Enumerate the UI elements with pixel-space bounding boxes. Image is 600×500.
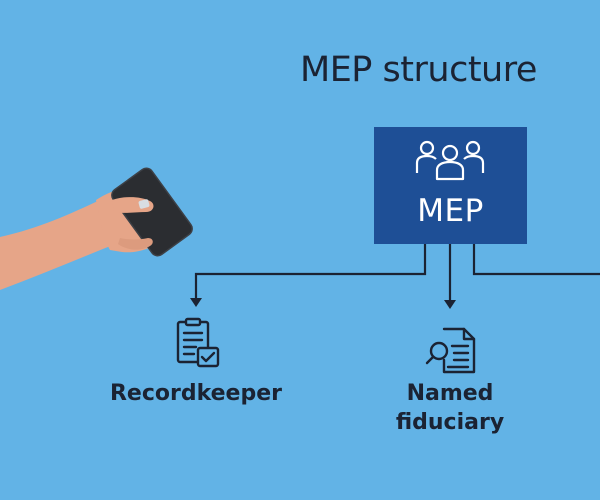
arrowhead-named-fiduciary	[444, 300, 456, 309]
phone-edge	[111, 167, 193, 257]
arrowhead-recordkeeper	[190, 298, 202, 307]
mep-box: MEP	[374, 127, 527, 244]
node-label-recordkeeper: Recordkeeper	[109, 381, 282, 406]
phone	[111, 168, 193, 256]
node-label-named-fiduciary-text: Named fiduciary	[395, 381, 505, 435]
connector-recordkeeper	[194, 242, 427, 302]
mep-label: MEP	[417, 193, 484, 229]
document-search-icon	[425, 327, 476, 374]
node-label-named-fiduciary: Named fiduciary	[350, 379, 550, 437]
arm	[0, 200, 118, 290]
connector-offscreen	[472, 242, 600, 276]
thumbnail	[138, 199, 150, 209]
diagram-title: MEP structure	[300, 50, 537, 90]
fingers	[118, 238, 153, 250]
clipboard-check-icon	[176, 317, 220, 368]
people-group-icon	[415, 140, 485, 181]
